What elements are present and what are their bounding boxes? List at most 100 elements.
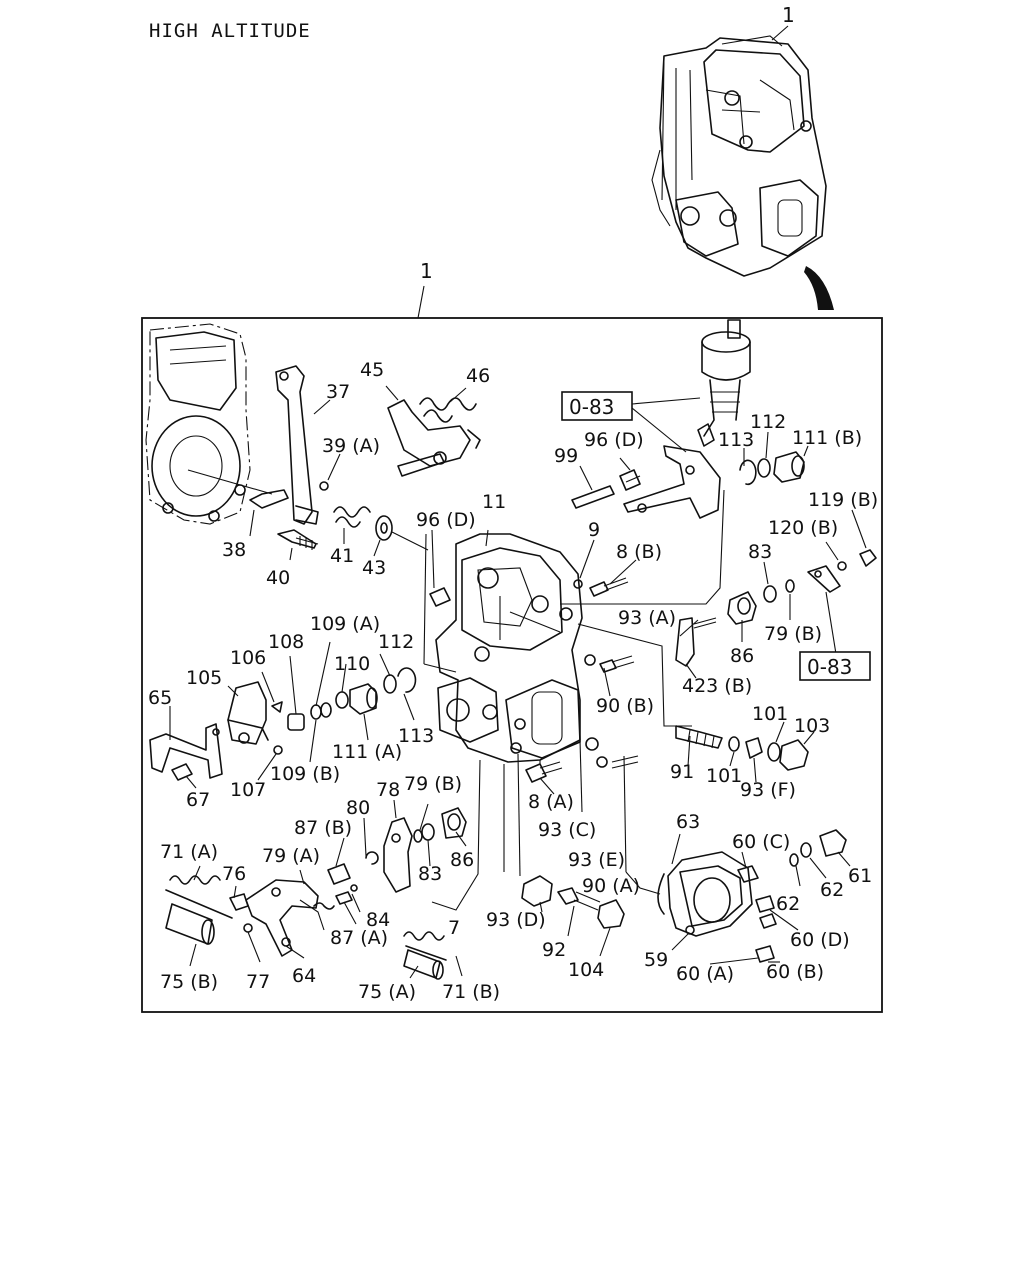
part-label: 67 bbox=[186, 789, 210, 811]
part-label: 43 bbox=[362, 557, 386, 579]
governor-housing bbox=[145, 323, 273, 525]
part-label: 87 (A) bbox=[330, 927, 388, 949]
bell-crank-45 bbox=[387, 397, 481, 477]
part-label: 79 (B) bbox=[764, 623, 822, 645]
link-plate-64 bbox=[245, 879, 335, 957]
spring-41 bbox=[333, 506, 429, 551]
part-label: 101 bbox=[752, 703, 788, 725]
part-label: 8 (B) bbox=[616, 541, 662, 563]
part-label: 8 (A) bbox=[528, 791, 574, 813]
small-lever-0-83 bbox=[807, 549, 877, 593]
part-label: 93 (C) bbox=[538, 819, 596, 841]
spring-71b bbox=[403, 931, 447, 980]
part-label: 75 (B) bbox=[160, 971, 218, 993]
part-label: 120 (B) bbox=[768, 517, 838, 539]
part-label: 75 (A) bbox=[358, 981, 416, 1003]
part-label: 106 bbox=[230, 647, 266, 669]
part-label: 41 bbox=[330, 545, 354, 567]
part-label: 71 (B) bbox=[442, 981, 500, 1003]
part-label: 86 bbox=[730, 645, 754, 667]
assembly-ref-main: 1 bbox=[420, 259, 433, 283]
part-label: 104 bbox=[568, 959, 604, 981]
part-label: 39 (A) bbox=[322, 435, 380, 457]
part-label: 80 bbox=[346, 797, 370, 819]
assembly-ref-top: 1 bbox=[782, 3, 795, 27]
adjust-screw-91-group bbox=[675, 725, 809, 771]
part-label: 99 bbox=[554, 445, 578, 467]
part-label: 7 bbox=[448, 917, 460, 939]
part-label: 107 bbox=[230, 779, 266, 801]
ref-box-0-83-bottom bbox=[799, 651, 871, 681]
part-label: 93 (D) bbox=[486, 909, 546, 931]
part-label: 109 (B) bbox=[270, 763, 340, 785]
part-label: 60 (D) bbox=[790, 929, 850, 951]
part-label: 119 (B) bbox=[808, 489, 878, 511]
part-label: 112 bbox=[378, 631, 414, 653]
part-label: 46 bbox=[466, 365, 490, 387]
part-label: 87 (B) bbox=[294, 817, 352, 839]
part-label: 65 bbox=[148, 687, 172, 709]
assembly-frame bbox=[141, 317, 883, 1013]
part-label: 96 (D) bbox=[416, 509, 476, 531]
part-labels: 37 45 46 39 (A) 38 40 41 43 96 (D) 11 99… bbox=[148, 359, 878, 1003]
plug-111a bbox=[349, 683, 378, 715]
part-label: 90 (A) bbox=[582, 875, 640, 897]
part-label: 76 bbox=[222, 863, 246, 885]
part-label: 9 bbox=[588, 519, 600, 541]
lever-37 bbox=[249, 365, 319, 550]
part-label: 64 bbox=[292, 965, 316, 987]
part-label: 111 (A) bbox=[332, 741, 402, 763]
part-label: 79 (B) bbox=[404, 773, 462, 795]
part-label: 79 (A) bbox=[262, 845, 320, 867]
cover-housing-59 bbox=[657, 851, 753, 937]
part-label: 113 bbox=[718, 429, 754, 451]
part-39a-clip bbox=[319, 481, 329, 491]
part-label: 78 bbox=[376, 779, 400, 801]
overview-assembly bbox=[651, 37, 827, 277]
part-label: 103 bbox=[794, 715, 830, 737]
part-label: 93 (E) bbox=[568, 849, 625, 871]
plug-111b-group bbox=[739, 451, 805, 486]
part-label: 38 bbox=[222, 539, 246, 561]
part-label: 108 bbox=[268, 631, 304, 653]
part-label: 62 bbox=[820, 879, 844, 901]
ref-box-label-top: 0-83 bbox=[569, 395, 614, 419]
part-label: 92 bbox=[542, 939, 566, 961]
part-label: 112 bbox=[750, 411, 786, 433]
part-label: 71 (A) bbox=[160, 841, 218, 863]
part-label: 61 bbox=[848, 865, 872, 887]
part-label: 101 bbox=[706, 765, 742, 787]
spring-71a bbox=[165, 875, 233, 945]
weight-assembly bbox=[623, 319, 751, 519]
part-label: 96 (D) bbox=[584, 429, 644, 451]
part-label: 60 (C) bbox=[732, 831, 790, 853]
lever-78 bbox=[383, 817, 413, 893]
page-title: HIGH ALTITUDE bbox=[149, 20, 311, 42]
part-label: 84 bbox=[366, 909, 390, 931]
part-label: 63 bbox=[676, 811, 700, 833]
part-label: 83 bbox=[748, 541, 772, 563]
part-label: 91 bbox=[670, 761, 694, 783]
part-label: 93 (A) bbox=[618, 607, 676, 629]
part-label: 37 bbox=[326, 381, 350, 403]
part-label: 111 (B) bbox=[792, 427, 862, 449]
part-label: 77 bbox=[246, 971, 270, 993]
ref-box-0-83-top bbox=[561, 391, 633, 421]
main-body-11 bbox=[435, 533, 583, 763]
part-label: 93 (F) bbox=[740, 779, 796, 801]
part-label: 40 bbox=[266, 567, 290, 589]
leader-lines bbox=[169, 385, 851, 979]
part-label: 59 bbox=[644, 949, 668, 971]
part-label: 105 bbox=[186, 667, 222, 689]
part-label: 423 (B) bbox=[682, 675, 752, 697]
bolt-96d-left bbox=[429, 587, 451, 607]
ref-box-label-bottom: 0-83 bbox=[807, 655, 852, 679]
part-label: 45 bbox=[360, 359, 384, 381]
part-label: 11 bbox=[482, 491, 506, 513]
part-label: 113 bbox=[398, 725, 434, 747]
part-label: 83 bbox=[418, 863, 442, 885]
bracket-65 bbox=[149, 723, 223, 779]
part-label: 90 (B) bbox=[596, 695, 654, 717]
block-105 bbox=[227, 681, 269, 745]
